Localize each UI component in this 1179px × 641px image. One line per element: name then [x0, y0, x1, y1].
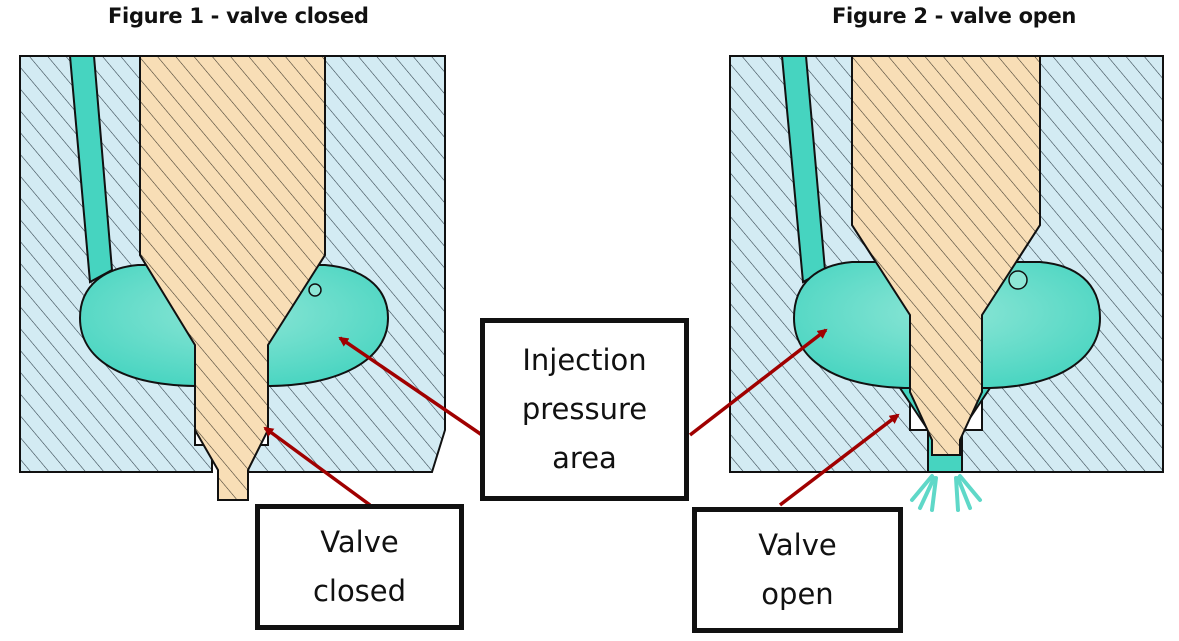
needle: [851, 55, 1041, 456]
valve-open-line1: Valve: [758, 528, 837, 562]
injection-pressure-callout: Injection pressure area: [480, 318, 689, 501]
fuel-spray: [910, 474, 982, 512]
figure-2-title: Figure 2 - valve open: [832, 4, 1077, 28]
valve-open-callout: Valve open: [692, 507, 903, 633]
injection-label-line3: area: [552, 441, 617, 475]
figure-2-nozzle: [729, 55, 1164, 512]
arrow-valve-closed: [263, 426, 372, 507]
arrow-injection-right: [688, 328, 828, 437]
bleed-hole: [1008, 270, 1028, 290]
valve-closed-line1: Valve: [320, 525, 399, 559]
valve-closed-callout: Valve closed: [255, 504, 464, 630]
arrow-valve-open: [778, 413, 900, 507]
figure-1-title: Figure 1 - valve closed: [108, 4, 369, 28]
bleed-hole: [308, 283, 322, 297]
valve-open-line2: open: [761, 577, 834, 611]
callout-arrows: [263, 328, 900, 507]
needle: [139, 55, 326, 501]
valve-closed-line2: closed: [312, 574, 407, 608]
figure-1-nozzle: [19, 55, 446, 501]
injection-label-line2: pressure: [521, 392, 648, 426]
injection-label-line1: Injection: [522, 343, 647, 377]
arrow-injection-left: [338, 336, 483, 437]
